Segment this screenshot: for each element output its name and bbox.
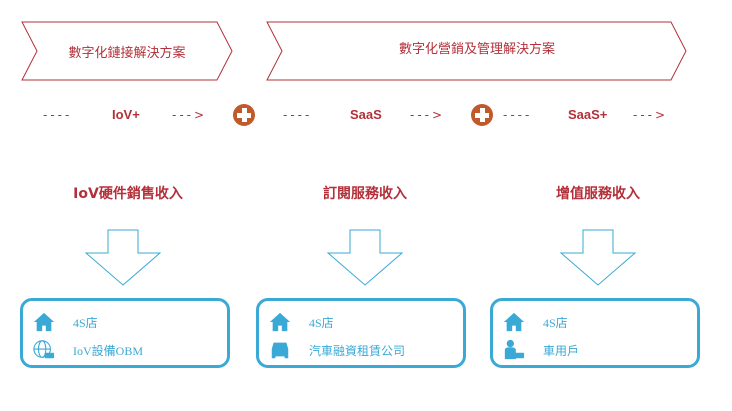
down-arrow-icon: [326, 229, 404, 286]
plus-icon: [233, 104, 255, 126]
chevron-stage-2: [266, 21, 687, 81]
down-arrow-icon: [84, 229, 162, 286]
dash-line: ----: [43, 108, 73, 122]
house-icon: [33, 312, 55, 332]
stage-chevrons: [21, 21, 687, 81]
list-item: 4S店: [269, 311, 334, 333]
list-item: IoV設備OBM: [33, 339, 143, 361]
list-item: 4S店: [503, 311, 568, 333]
plus-icon: [471, 104, 493, 126]
dash-arrow: --->: [172, 108, 208, 122]
dash-line: ----: [283, 108, 313, 122]
dash-arrow: --->: [633, 108, 669, 122]
stage-1-label: 數字化鏈接解決方案: [68, 46, 186, 61]
heading-subscription: 訂閱服務收入: [323, 186, 407, 202]
down-arrows: [84, 229, 637, 286]
customer-box-2: 4S店 汽車融資租賃公司: [256, 298, 466, 368]
dash-line: ----: [503, 108, 533, 122]
flow-iov-plus: IoV+: [112, 107, 140, 122]
chevron-stage-1: [21, 21, 233, 81]
heading-value-added: 增值服務收入: [556, 186, 640, 202]
flow-saas-plus: SaaS+: [568, 107, 608, 122]
globe-car-icon: [33, 340, 55, 359]
list-item: 車用戶: [503, 339, 579, 361]
flow-saas: SaaS: [350, 107, 382, 122]
customer-box-1: 4S店 IoV設備OBM: [20, 298, 230, 368]
heading-iov-hardware: IoV硬件銷售收入: [73, 186, 183, 202]
list-item: 汽車融資租賃公司: [269, 339, 405, 361]
stage-2-label: 數字化營銷及管理解決方案: [398, 42, 555, 57]
customer-box-3: 4S店 車用戶: [490, 298, 700, 368]
down-arrow-icon: [559, 229, 637, 286]
house-icon: [269, 312, 291, 332]
house-icon: [503, 312, 525, 332]
person-car-icon: [504, 339, 525, 360]
list-item: 4S店: [33, 311, 98, 333]
dash-arrow: --->: [410, 108, 446, 122]
car-icon: [271, 342, 289, 359]
